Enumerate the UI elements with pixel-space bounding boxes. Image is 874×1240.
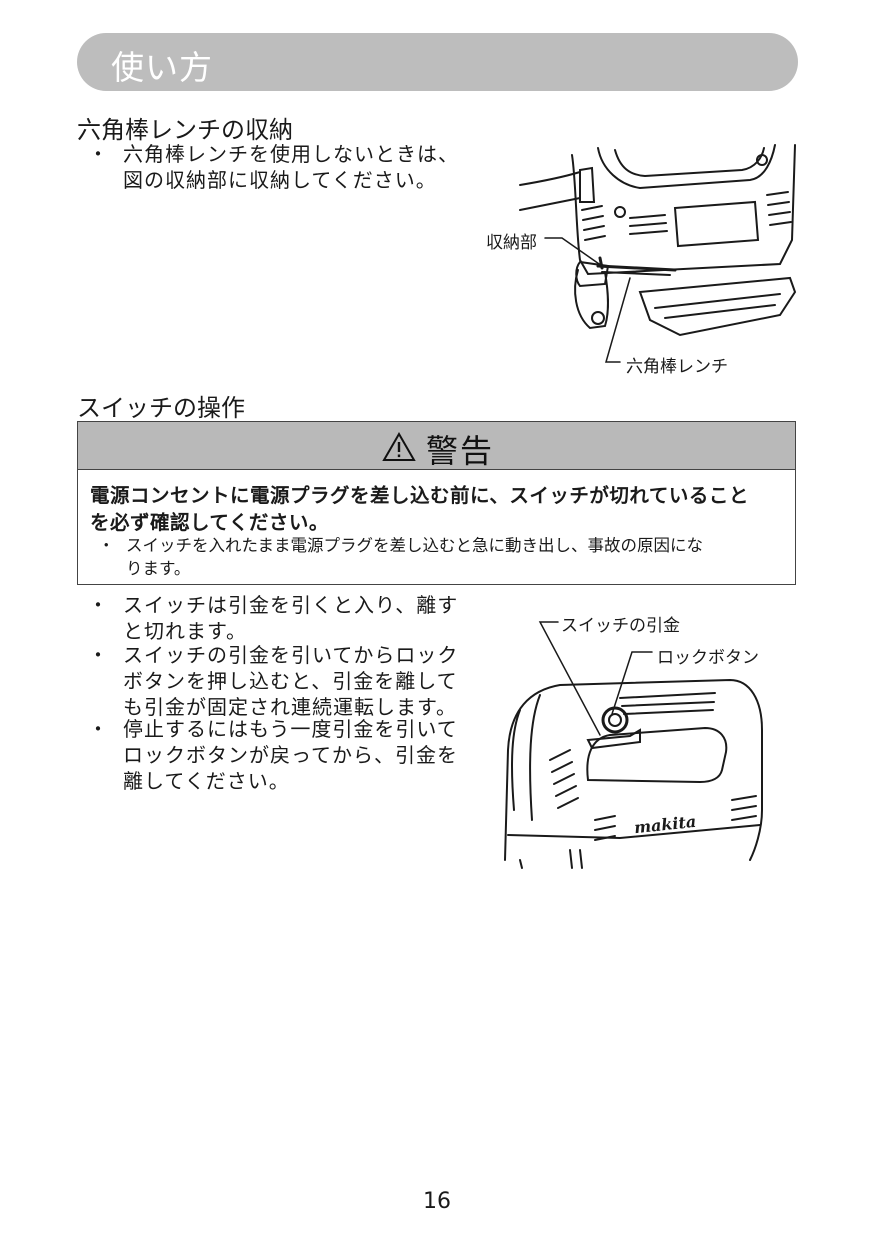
bullet-line: 離してください。 [123,769,290,793]
bullet-line: 図の収納部に収納してください。 [123,168,437,192]
warning-header: 警告 [78,422,795,470]
wrench-storage-illustration [519,144,797,363]
bullet-marker: ・ [88,142,109,166]
bullet-line: 停止するにはもう一度引金を引いて [123,717,458,741]
section-heading-wrench-storage: 六角棒レンチの収納 [77,116,293,144]
callout-storage: 収納部 [486,233,537,253]
bullet-marker: ・ [88,643,109,667]
bullet-line: スイッチの引金を引いてからロック [123,643,459,667]
bullet-line: スイッチは引金を引くと入り、離す [123,593,459,617]
bullet-marker: ・ [88,717,109,741]
note-line: ります。 [126,559,191,578]
callout-hex-wrench: 六角棒レンチ [626,357,728,377]
callout-trigger: スイッチの引金 [561,616,680,636]
page-number: 16 [423,1189,451,1214]
warning-line: を必ず確認してください。 [90,511,329,534]
switch-trigger-illustration [504,621,763,869]
bullet-line: ロックボタンが戻ってから、引金を [123,743,458,767]
warning-title: 警告 [426,432,495,470]
bullet-marker: ・ [98,536,115,555]
bullet-line: と切れます。 [123,619,247,643]
warning-triangle-icon [382,432,416,461]
bullet-marker: ・ [88,593,109,617]
warning-box: 警告 電源コンセントに電源プラグを差し込む前に、スイッチが切れていること を必ず… [77,421,796,585]
page-title: 使い方 [111,48,213,87]
warning-statement: 電源コンセントに電源プラグを差し込む前に、スイッチが切れていること を必ず確認し… [90,482,790,536]
bullet-line: も引金が固定され連続運転します。 [123,695,457,719]
warning-line: 電源コンセントに電源プラグを差し込む前に、スイッチが切れていること [90,484,749,507]
bullet-line: ボタンを押し込むと、引金を離して [123,669,458,693]
section-heading-switch-operation: スイッチの操作 [77,394,245,422]
header-bar: 使い方 [77,33,798,91]
bullet-line: 六角棒レンチを使用しないときは、 [123,142,459,166]
note-line: スイッチを入れたまま電源プラグを差し込むと急に動き出し、事故の原因にな [126,536,704,555]
callout-lock-button: ロックボタン [657,648,759,668]
